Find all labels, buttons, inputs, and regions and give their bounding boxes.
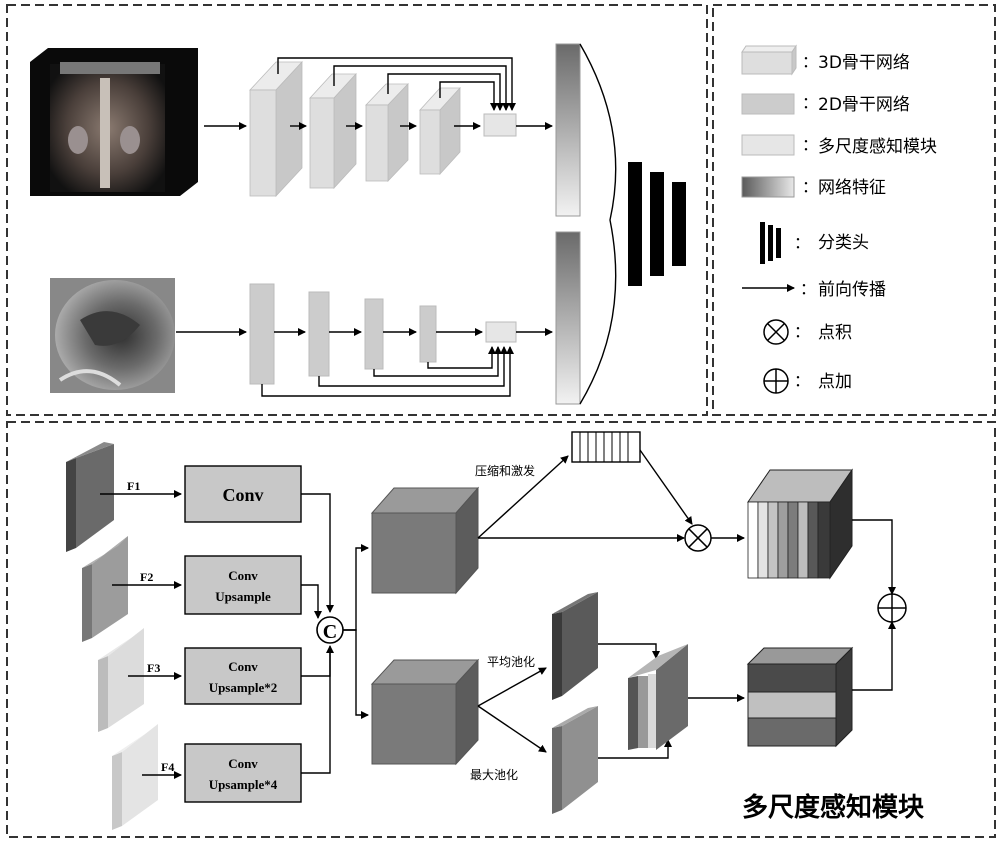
legend-label-2d-backbone: 2D骨干网络 <box>818 95 910 115</box>
channel-attention-output <box>747 468 853 580</box>
top-left-panel-border <box>6 4 708 416</box>
ct-volume-image <box>30 48 198 196</box>
conv-block-3: Conv Upsample*2 <box>184 647 302 705</box>
attention-vector <box>571 431 641 463</box>
upsample-label: Upsample*4 <box>209 777 278 792</box>
legend-colon: ： <box>802 52 818 71</box>
pooled-concat-map <box>628 644 688 750</box>
network-feature-2d <box>555 231 581 405</box>
feature-label-f2: F2 <box>140 570 153 584</box>
concat-to-cubes-arrows <box>343 544 369 719</box>
legend-colon: ： <box>802 177 818 196</box>
legend-label-classification-head: 分类头 <box>818 233 869 253</box>
network-feature-3d <box>555 43 581 217</box>
conv-to-concat-arrows <box>301 493 334 774</box>
forward-arrows-2d <box>176 328 553 397</box>
legend-label-forward: 前向传播 <box>818 280 886 300</box>
avg-pool-map <box>552 592 598 700</box>
feature-cube-lower <box>370 658 480 766</box>
legend-colon: ： <box>802 135 818 154</box>
avg-pool-label: 平均池化 <box>487 655 535 669</box>
module-title: 多尺度感知模块 <box>742 792 924 823</box>
backbone-2d-block-1 <box>249 283 275 385</box>
conv-label: Conv <box>228 568 258 583</box>
legend-label-multiscale: 多尺度感知模块 <box>818 137 937 157</box>
feature-map-f4 <box>112 724 158 830</box>
legend: ： 3D骨干网络 ： 2D骨干网络 ： 多尺度感知模块 ： 网络特征 ： 分类头 <box>741 44 937 394</box>
feature-map-f2 <box>82 536 128 642</box>
squeeze-excite-arrow <box>477 455 569 539</box>
legend-colon: ： <box>802 93 818 112</box>
feature-cube-upper <box>370 486 480 595</box>
legend-label-dot-product: 点积 <box>818 323 852 343</box>
max-pool-label: 最大池化 <box>470 768 518 782</box>
backbone-2d-block-3 <box>364 298 384 370</box>
module-panel-border <box>6 421 996 838</box>
legend-colon: ： <box>794 371 810 390</box>
squeeze-excite-label: 压缩和激发 <box>475 463 535 478</box>
conv-label: Conv <box>222 485 263 505</box>
conv-label: Conv <box>228 756 258 771</box>
feature-map-f3 <box>98 628 144 732</box>
backbone-3d-block-3 <box>365 83 409 182</box>
legend-colon: ： <box>794 233 810 252</box>
forward-arrows-3d <box>204 57 553 130</box>
multiscale-module-2d <box>485 321 517 343</box>
legend-item-network-feature: ： 网络特征 <box>741 176 886 198</box>
legend-item-multiscale: ： 多尺度感知模块 <box>741 134 937 157</box>
legend-colon: ： <box>794 322 810 341</box>
backbone-2d-block-4 <box>419 305 437 363</box>
attention-to-product-arrow <box>639 449 693 525</box>
legend-colon: ： <box>800 279 816 298</box>
upsample-label: Upsample*2 <box>209 680 278 695</box>
conv-label: Conv <box>228 659 258 674</box>
legend-item-forward: ： 前向传播 <box>742 279 886 300</box>
to-add-arrows <box>852 519 896 691</box>
pooling-arrows <box>477 667 547 753</box>
feature-label-f4: F4 <box>161 760 174 774</box>
backbone-3d-block-4 <box>419 86 461 176</box>
multiscale-module-3d <box>483 113 517 137</box>
legend-item-3d-backbone: ： 3D骨干网络 <box>741 44 910 76</box>
feature-to-conv-arrows <box>100 490 182 779</box>
legend-item-classification-head: ： 分类头 <box>760 222 869 264</box>
legend-item-dot-add: ： 点加 <box>763 368 852 394</box>
upsample-label: Upsample <box>215 589 271 604</box>
backbone-3d-block-2 <box>309 72 357 190</box>
concat-symbol: C <box>323 621 337 643</box>
feature-label-f1: F1 <box>127 479 140 493</box>
spatial-attention-output <box>746 646 854 748</box>
endoscopy-image <box>50 278 175 393</box>
conv-block-1: Conv <box>184 465 302 523</box>
conv-block-2: Conv Upsample <box>184 555 302 615</box>
feature-label-f3: F3 <box>147 661 160 675</box>
legend-label-network-feature: 网络特征 <box>818 178 886 198</box>
legend-panel-border <box>712 4 996 416</box>
classification-head <box>628 162 686 286</box>
feature-map-f1 <box>66 442 114 552</box>
backbone-2d-block-2 <box>308 291 330 377</box>
legend-label-3d-backbone: 3D骨干网络 <box>818 53 910 73</box>
legend-item-dot-product: ： 点积 <box>763 319 852 345</box>
pool-to-concat-arrows <box>598 643 672 759</box>
conv-block-4: Conv Upsample*4 <box>184 743 302 803</box>
legend-label-dot-add: 点加 <box>818 372 852 392</box>
backbone-3d-block-1 <box>249 60 303 198</box>
max-pool-map <box>552 706 598 814</box>
dot-add-op-icon <box>877 593 907 623</box>
fusion-curve <box>579 43 617 405</box>
dot-product-op-icon <box>684 524 712 552</box>
legend-item-2d-backbone: ： 2D骨干网络 <box>741 93 910 115</box>
